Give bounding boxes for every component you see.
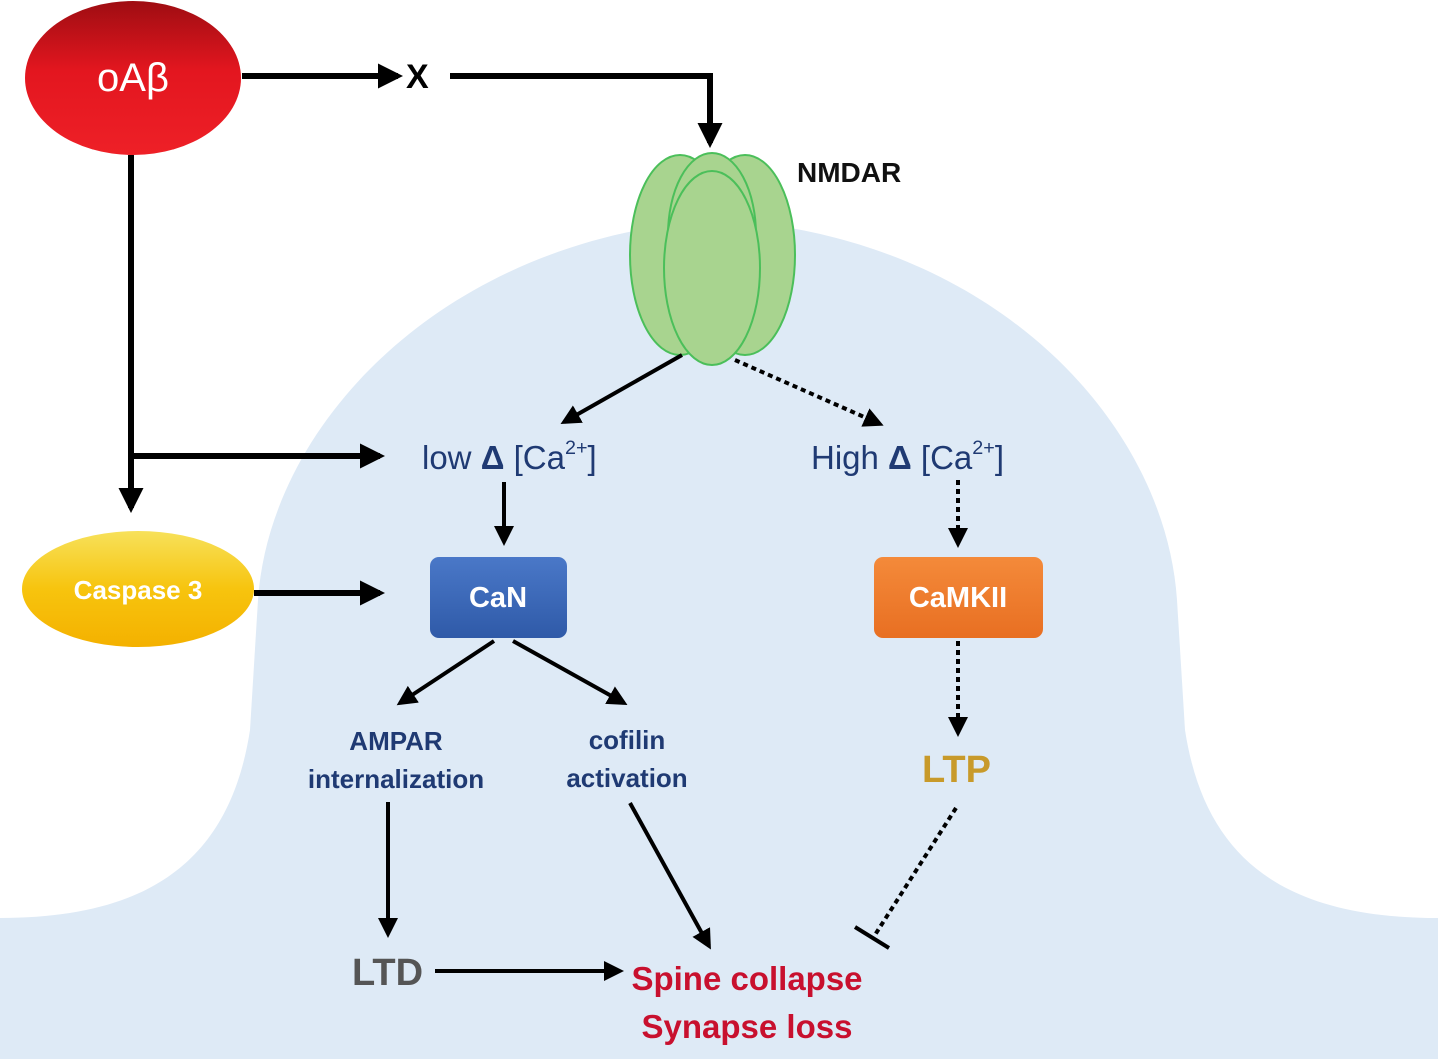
inhibition-bar <box>853 925 891 950</box>
arrow-x-to-nmdar <box>450 73 723 149</box>
can-node <box>430 557 567 638</box>
arrow-nmdar-to-low-ca <box>560 353 683 424</box>
nmdar-label: NMDAR <box>797 157 902 188</box>
oabeta-node <box>25 1 241 155</box>
outcome-label: Spine collapse Synapse loss <box>631 960 863 1045</box>
nmdar-icon <box>629 152 796 366</box>
can-label: CaN <box>468 582 528 614</box>
camkii-label: CaMKII <box>908 582 1008 614</box>
ampar-label: AMPAR internalization <box>307 726 485 794</box>
low-ca-label: low Δ [Ca2+] <box>422 437 597 476</box>
x-label: X <box>406 58 429 96</box>
oabeta-label: oAβ <box>97 56 169 100</box>
arrow-can-to-cofilin <box>512 639 628 705</box>
cofilin-label: cofilin activation <box>566 725 688 793</box>
caspase3-label: Caspase 3 <box>73 575 203 605</box>
arrow-can-to-ampar <box>396 639 496 706</box>
arrow-cofilin-to-outcome <box>628 802 711 950</box>
ltp-label: LTP <box>922 749 991 791</box>
ltd-label: LTD <box>352 952 424 994</box>
inhibition-ltp-to-outcome <box>871 806 958 940</box>
caspase3-node <box>22 531 254 647</box>
high-ca-label: High Δ [Ca2+] <box>811 437 1005 476</box>
spine-membrane <box>0 220 1438 1059</box>
camkii-node <box>874 557 1043 638</box>
